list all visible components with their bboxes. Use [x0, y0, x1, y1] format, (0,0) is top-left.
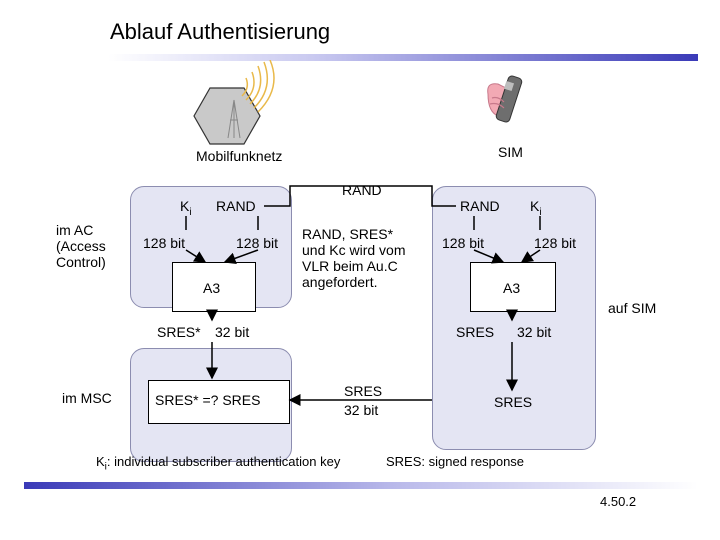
ki-note-letter: K: [96, 454, 105, 469]
sim-bits-left: 128 bit: [442, 235, 485, 251]
ki-definition-note: Ki: individual subscriber authentication…: [96, 454, 340, 476]
network-a3-label: A3: [203, 280, 221, 296]
middle-sres-bits: 32 bit: [344, 402, 379, 418]
sim-sres-bits: 32 bit: [517, 324, 552, 340]
sim-bits-right: 128 bit: [534, 235, 577, 251]
sim-a3-label: A3: [503, 280, 521, 296]
rand-connector-line: [264, 185, 456, 207]
sim-sres-label: SRES: [456, 324, 495, 340]
ki-note-subscript: i: [104, 461, 107, 473]
ac-label: im AC (Access Control): [56, 222, 106, 270]
slide-title: Ablauf Authentisierung: [110, 19, 331, 44]
title-underline-bar: [108, 54, 698, 61]
network-a3-box: [172, 262, 256, 312]
sim-ki-letter: K: [530, 198, 540, 214]
sim-ki-subscript: i: [539, 206, 542, 218]
sim-sres-output: SRES: [494, 394, 533, 410]
network-ki-subscript: i: [189, 206, 192, 218]
network-bits-left: 128 bit: [143, 235, 186, 251]
msc-label: im MSC: [62, 390, 112, 406]
middle-sres-label: SRES: [344, 383, 383, 399]
page-number: 4.50.2: [600, 494, 637, 509]
network-ki-label: Ki: [180, 198, 192, 221]
vlr-request-note: RAND, SRES* und Kc wird vom VLR beim Au.…: [302, 226, 406, 290]
mobile-phone-icon: [487, 75, 523, 123]
sim-rand-label: RAND: [460, 198, 500, 214]
network-ki-letter: K: [180, 198, 190, 214]
sres-definition-note: SRES: signed response: [386, 454, 525, 469]
compare-box: [148, 380, 290, 424]
network-rand-label: RAND: [216, 198, 256, 214]
antenna-tower-icon: [193, 60, 275, 145]
mobilfunknetz-label: Mobilfunknetz: [196, 148, 283, 164]
network-sres-star-bits: 32 bit: [215, 324, 250, 340]
sim-ki-label: Ki: [530, 198, 542, 221]
compare-label: SRES* =? SRES: [155, 392, 261, 408]
sim-title-label: SIM: [498, 144, 523, 160]
ki-note-text: : individual subscriber authentication k…: [106, 454, 341, 469]
on-sim-label: auf SIM: [608, 300, 657, 316]
footer-bar: [24, 482, 698, 489]
network-bits-right: 128 bit: [236, 235, 279, 251]
network-sres-star-label: SRES*: [157, 324, 201, 340]
